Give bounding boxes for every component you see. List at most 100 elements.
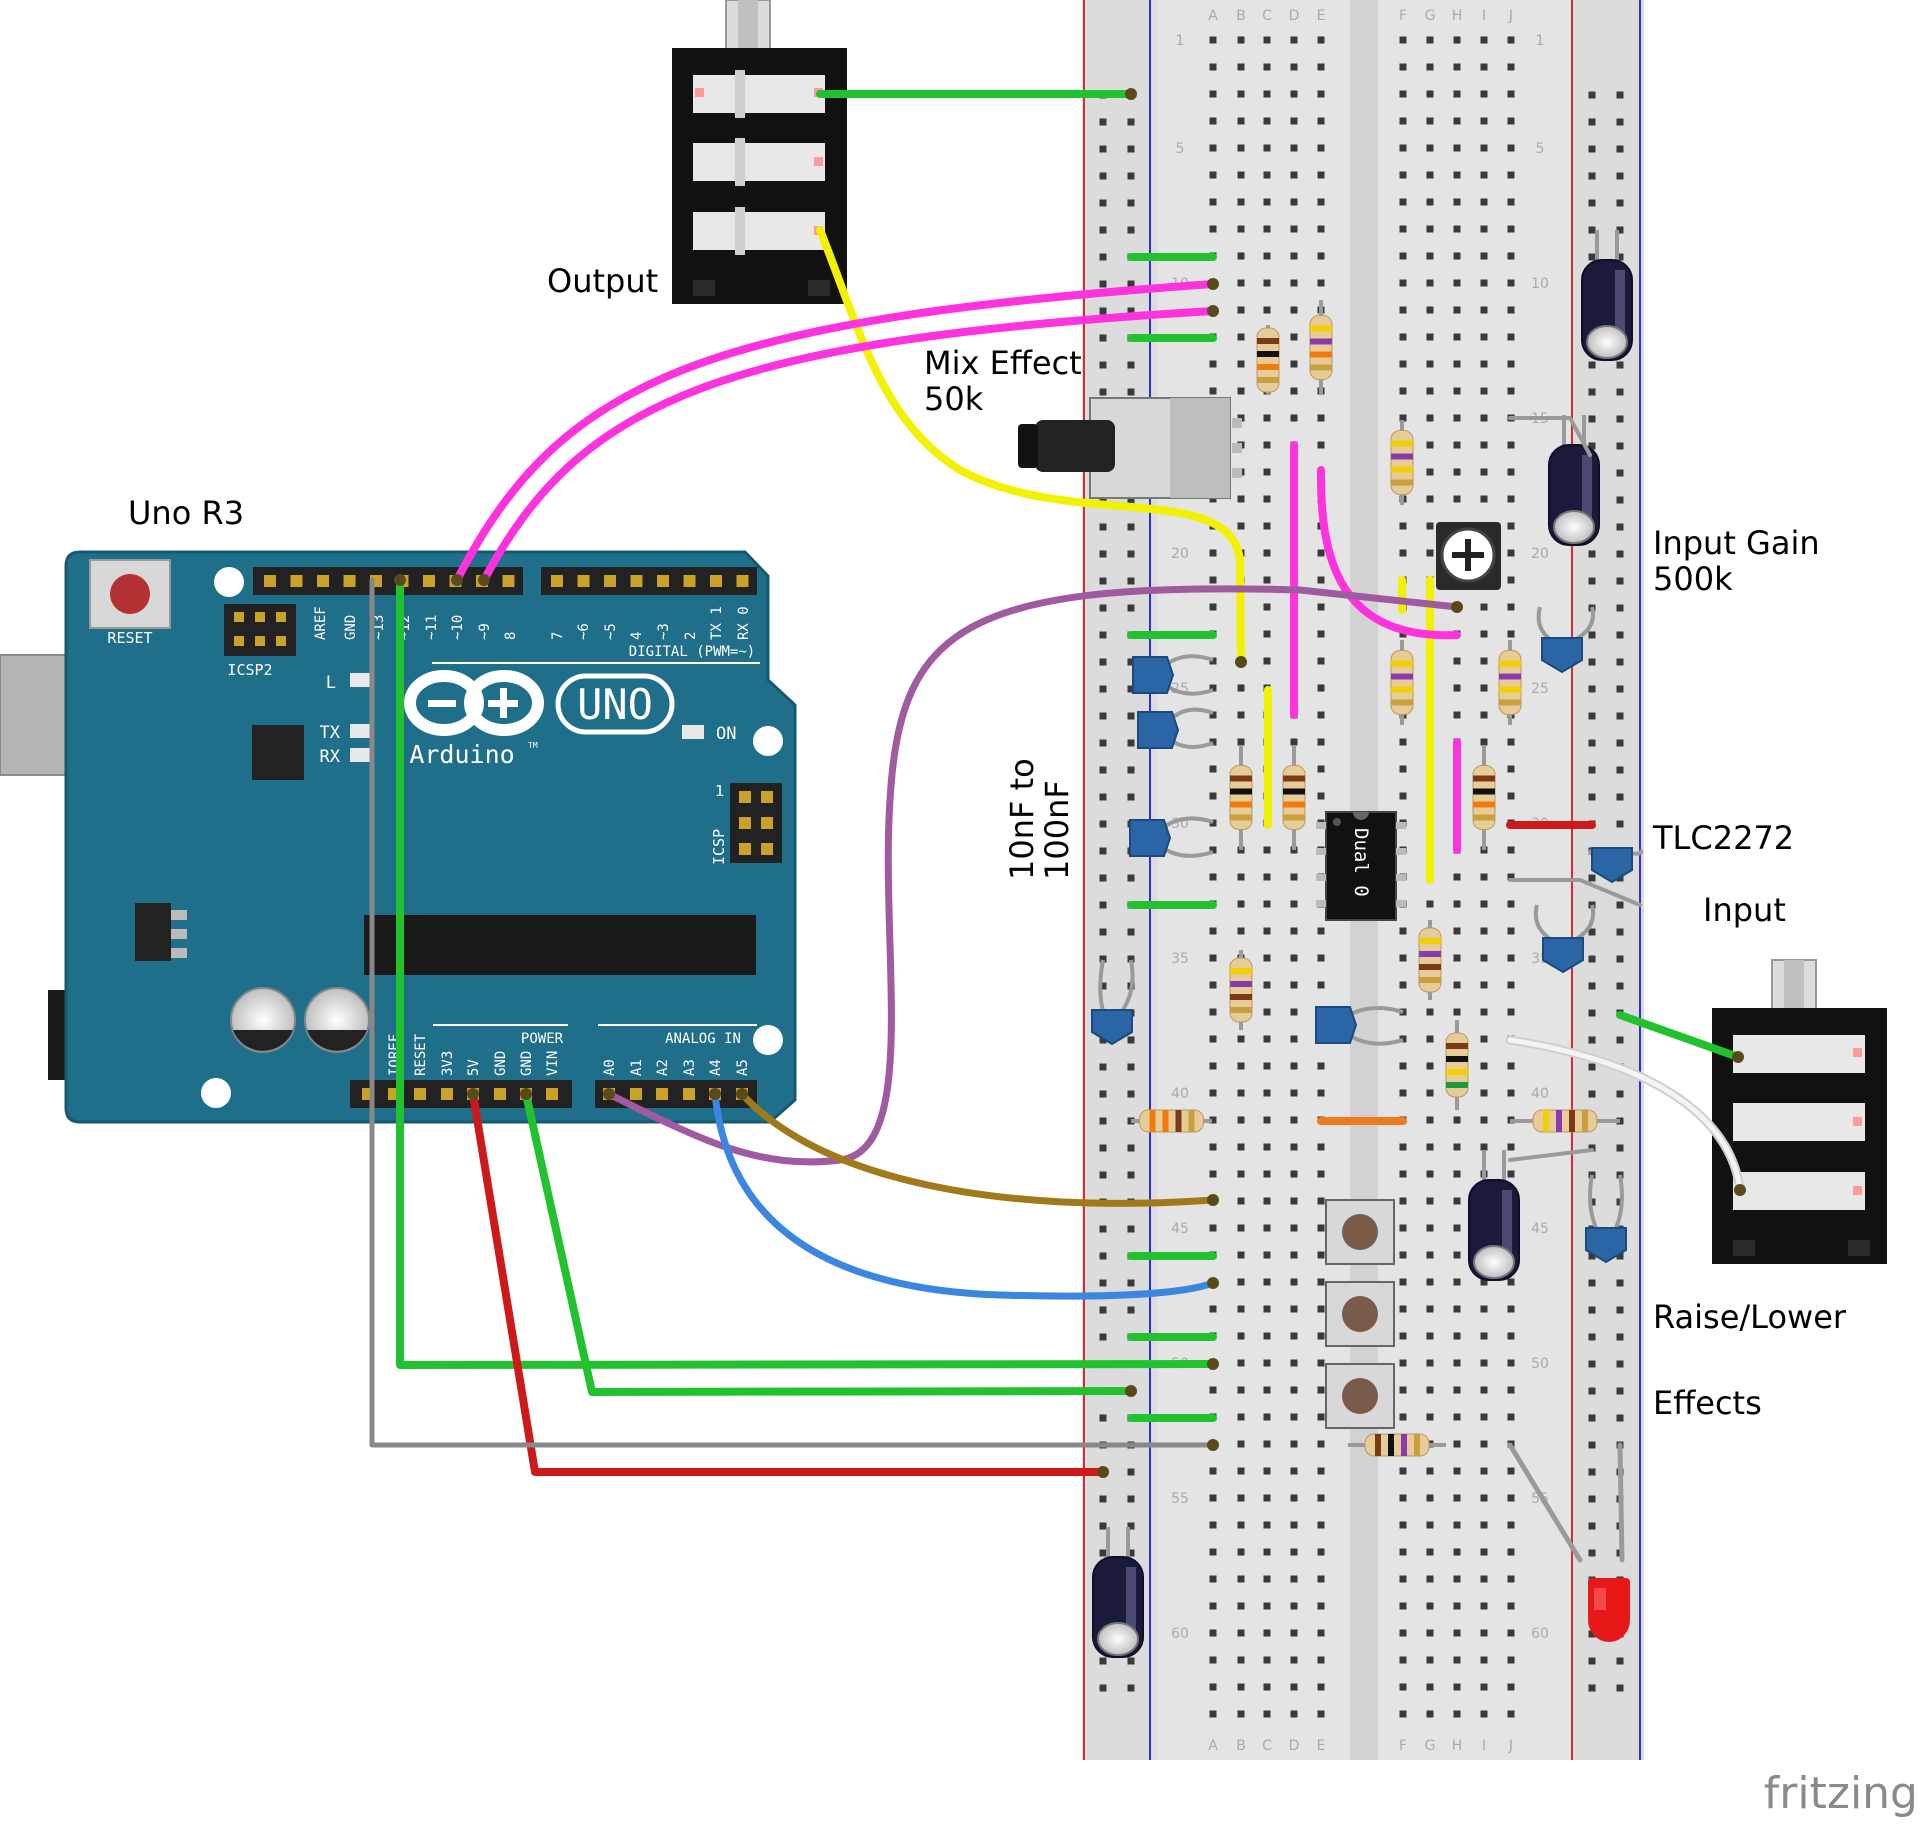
wire-end — [1207, 1358, 1219, 1370]
svg-text:TM: TM — [528, 741, 538, 750]
wire-5v — [469, 1090, 1107, 1476]
electrolytic-capacitor — [1468, 1150, 1520, 1281]
column-label: C — [1262, 1738, 1272, 1754]
header-pin — [551, 575, 563, 587]
digital-pin-label: GND — [343, 615, 359, 640]
dual-opamp-ic: Dual 0 — [1316, 811, 1406, 921]
row-number: 55 — [1171, 1491, 1189, 1507]
led-rx — [350, 748, 370, 762]
header-pin — [264, 575, 276, 587]
row-number: 20 — [1171, 546, 1189, 562]
digital-pin-label: ~10 — [450, 615, 466, 640]
component-lead — [1508, 1148, 1594, 1162]
wire-end — [603, 1088, 615, 1100]
column-label: A — [1208, 1738, 1218, 1754]
pushbutton-raise[interactable] — [1325, 1199, 1395, 1265]
header-pin — [604, 575, 616, 587]
resistor — [1418, 920, 1442, 1000]
arduino-board — [64, 550, 797, 1124]
header-pin — [656, 1088, 668, 1100]
led-on — [682, 725, 704, 739]
header-pin — [494, 1088, 506, 1100]
label-opamp: TLC2272 — [1652, 819, 1794, 857]
resistor — [1510, 1109, 1620, 1133]
mount-hole — [201, 1078, 231, 1108]
analog-pin-label: A2 — [655, 1059, 671, 1076]
icsp2-header — [224, 604, 296, 656]
component-lead — [1508, 416, 1592, 457]
resistor — [1390, 420, 1414, 505]
resistor — [1256, 325, 1280, 395]
digital-label: DIGITAL (PWM=~) — [629, 644, 755, 660]
column-label: E — [1317, 1738, 1326, 1754]
column-label: B — [1236, 1738, 1246, 1754]
ceramic-capacitor — [1129, 816, 1214, 858]
row-number: 45 — [1531, 1221, 1549, 1237]
label-cap-range: 10nF to — [1003, 758, 1041, 880]
wire-output-signal — [816, 226, 1245, 666]
header-pin — [423, 575, 435, 587]
label-input-gain: Input Gain — [1653, 524, 1820, 562]
wire-end — [394, 574, 406, 586]
header-pin — [683, 1088, 695, 1100]
analog-label: ANALOG IN — [665, 1031, 741, 1047]
power-pin-label: VIN — [545, 1051, 561, 1076]
usb-chip — [252, 725, 304, 780]
column-label: G — [1425, 8, 1436, 24]
resistor — [1229, 950, 1253, 1030]
mount-hole — [214, 567, 244, 597]
label-mix-effect-value: 50k — [924, 380, 984, 418]
pushbutton-lower[interactable] — [1325, 1281, 1395, 1347]
svg-text:UNO: UNO — [577, 680, 653, 729]
label-uno: Uno R3 — [128, 494, 244, 532]
gain-trimmer — [1436, 522, 1501, 590]
column-label: H — [1452, 8, 1463, 24]
row-number: 10 — [1531, 276, 1549, 292]
digital-pin-label: RX 0 — [736, 606, 752, 640]
digital-pin-label: AREF — [313, 606, 329, 640]
column-label: F — [1399, 8, 1407, 24]
digital-header-low — [541, 567, 757, 595]
header-pin — [736, 575, 749, 587]
ceramic-capacitor — [1536, 606, 1595, 674]
chip-label: Dual 0 — [1350, 828, 1372, 897]
row-number: 20 — [1531, 546, 1549, 562]
led-lead — [1507, 1442, 1583, 1563]
wire-end — [478, 574, 490, 586]
led-lead — [1617, 1442, 1625, 1563]
column-label: I — [1482, 1738, 1486, 1754]
icsp-label: ICSP — [710, 829, 728, 865]
digital-pin-label: TX 1 — [709, 606, 725, 640]
column-label: D — [1289, 1738, 1300, 1754]
wire-input-signal — [1507, 1037, 1743, 1193]
label-input-gain-value: 500k — [1653, 560, 1733, 598]
ceramic-capacitor — [1091, 959, 1135, 1046]
resistor — [1390, 640, 1414, 725]
wire-end — [467, 1088, 479, 1100]
power-pin-label: GND — [519, 1051, 535, 1076]
wire-gnd-power — [522, 1090, 1135, 1396]
digital-pin-label: ~9 — [477, 623, 493, 640]
input-jack — [1712, 959, 1887, 1264]
fritzing-logo: fritzing — [1764, 1768, 1918, 1819]
power-pin-label: 3V3 — [440, 1051, 456, 1076]
pushbutton-effects[interactable] — [1325, 1363, 1395, 1429]
wire-end — [520, 1088, 532, 1100]
header-pin — [343, 575, 356, 587]
wire-end — [1097, 1466, 1109, 1478]
wire-a4 — [711, 1090, 1217, 1300]
icsp2-label: ICSP2 — [227, 661, 272, 679]
wire-gnd-top — [396, 576, 1217, 1369]
electrolytic-capacitor — [1548, 415, 1600, 546]
regulator — [135, 903, 171, 961]
label-output: Output — [547, 262, 658, 300]
reset-label: RESET — [107, 629, 152, 647]
header-pin — [710, 575, 722, 587]
effect-led — [1588, 1578, 1630, 1642]
wire-pin10 — [453, 280, 1217, 584]
header-pin — [546, 1088, 558, 1100]
column-label: D — [1289, 8, 1300, 24]
resistor — [1309, 300, 1333, 395]
header-pin — [630, 1088, 642, 1100]
